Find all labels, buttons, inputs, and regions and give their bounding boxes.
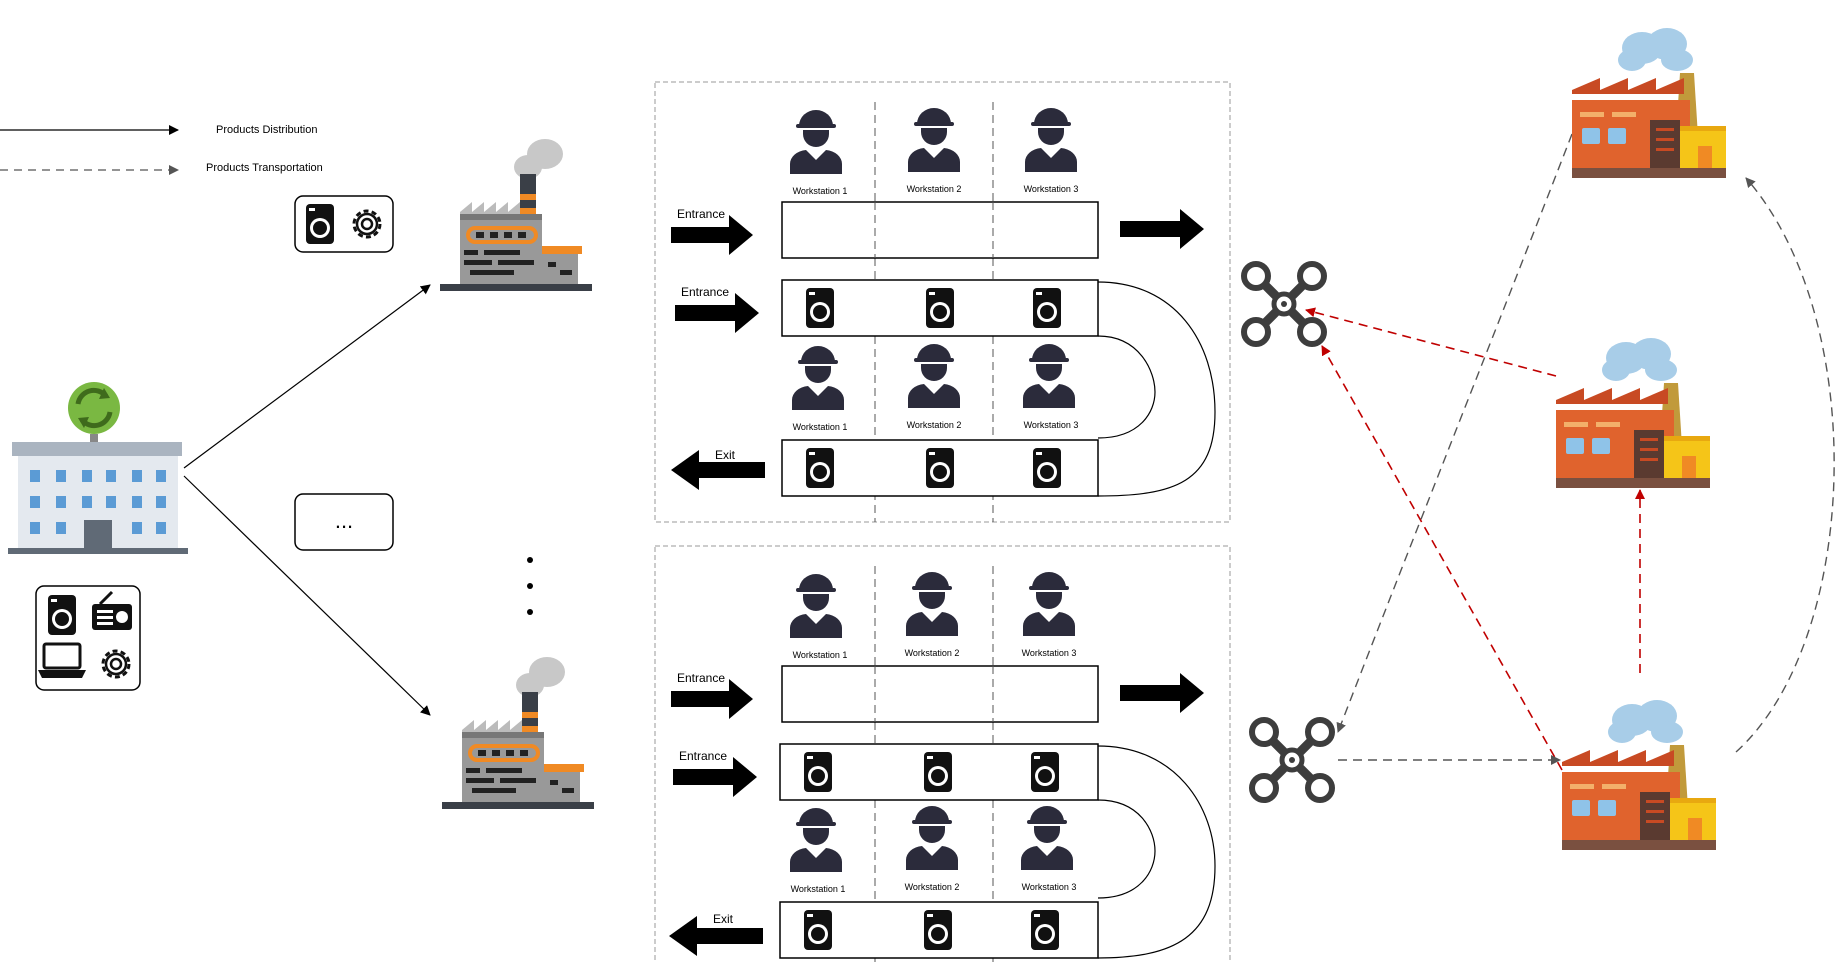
worker-helmet-icon xyxy=(905,572,959,636)
workstation-label: Workstation 3 xyxy=(1022,882,1077,892)
legend-distribution-label: Products Distribution xyxy=(216,124,318,136)
worker-helmet-icon xyxy=(907,344,961,408)
exit-label: Exit xyxy=(713,912,734,926)
exit-arrow xyxy=(671,450,765,490)
washing-machine-icon xyxy=(806,288,834,328)
conveyor-loop-inner xyxy=(1097,335,1156,439)
washing-machine-icon xyxy=(1033,288,1061,328)
drone-icon xyxy=(1252,720,1332,800)
washing-machine-icon xyxy=(1031,752,1059,792)
washing-machine-icon xyxy=(806,448,834,488)
gray-factory-icon xyxy=(438,137,594,293)
conveyor-loop-outer xyxy=(1097,281,1216,497)
production-line-panel-1: Workstation 1 Workstation 2 Workstation … xyxy=(654,81,1231,523)
washing-machine-icon xyxy=(48,595,76,635)
transport-arrows xyxy=(1305,133,1835,771)
legend: Products Distribution Products Transport… xyxy=(0,124,323,175)
washing-machine-icon xyxy=(1031,910,1059,950)
red-transport-arrow xyxy=(1305,307,1557,377)
washing-machine-icon xyxy=(924,910,952,950)
workstation-label: Workstation 2 xyxy=(907,420,962,430)
headquarters xyxy=(8,382,188,554)
hq-product-box xyxy=(35,585,141,691)
orange-factory-icon xyxy=(1572,28,1726,178)
worker-helmet-icon xyxy=(1022,572,1076,636)
output-arrow xyxy=(1120,209,1204,249)
workstation-label: Workstation 2 xyxy=(905,648,960,658)
conveyor-loop-outer xyxy=(1097,745,1216,959)
conveyor-empty xyxy=(781,665,1099,723)
output-arrow xyxy=(1120,673,1204,713)
ellipsis-text: ... xyxy=(335,508,353,533)
washing-machine-icon xyxy=(926,448,954,488)
orange-factory-icon xyxy=(1562,700,1716,850)
worker-helmet-icon xyxy=(1020,806,1074,870)
legend-transportation-label: Products Transportation xyxy=(206,162,323,174)
gray-factory-icon xyxy=(440,655,596,811)
recycle-icon xyxy=(68,382,120,434)
office-building-icon xyxy=(8,442,188,554)
orange-factory-icon xyxy=(1556,338,1710,488)
entrance-arrow xyxy=(673,757,757,797)
distribution-arrow-top xyxy=(183,284,431,469)
factory-product-box xyxy=(294,195,394,253)
workstation-label: Workstation 1 xyxy=(791,884,846,894)
washing-machine-icon xyxy=(924,752,952,792)
washing-machine-icon xyxy=(926,288,954,328)
worker-helmet-icon xyxy=(791,346,845,410)
drone-icon xyxy=(1244,264,1324,344)
production-line-panel-2: Workstation 1 Workstation 2 Workstation … xyxy=(654,545,1231,962)
entrance-arrow xyxy=(671,215,753,255)
conveyor-empty xyxy=(781,201,1099,259)
workstation-label: Workstation 2 xyxy=(905,882,960,892)
ellipsis-box: ... xyxy=(294,493,394,551)
vertical-dots xyxy=(527,557,533,615)
radio-icon xyxy=(92,590,132,630)
exit-label: Exit xyxy=(715,448,736,462)
entrance-arrow xyxy=(671,679,753,719)
workstation-label: Workstation 1 xyxy=(793,186,848,196)
washing-machine-icon xyxy=(1033,448,1061,488)
worker-helmet-icon xyxy=(907,108,961,172)
washing-machine-icon xyxy=(804,910,832,950)
worker-helmet-icon xyxy=(1022,344,1076,408)
worker-helmet-icon xyxy=(789,110,843,174)
washing-machine-icon xyxy=(306,204,334,244)
worker-helmet-icon xyxy=(789,574,843,638)
worker-helmet-icon xyxy=(789,808,843,872)
red-transport-arrow xyxy=(1321,345,1563,771)
entrance-label: Entrance xyxy=(679,749,727,763)
entrance-label: Entrance xyxy=(677,671,725,685)
workstation-label: Workstation 2 xyxy=(907,184,962,194)
gray-transport-arrow xyxy=(1735,177,1835,753)
workstation-label: Workstation 3 xyxy=(1024,184,1079,194)
conveyor-loop-inner xyxy=(1097,799,1156,899)
washing-machine-icon xyxy=(804,752,832,792)
entrance-label: Entrance xyxy=(681,285,729,299)
worker-helmet-icon xyxy=(905,806,959,870)
exit-arrow xyxy=(669,916,763,956)
entrance-label: Entrance xyxy=(677,207,725,221)
workstation-label: Workstation 3 xyxy=(1024,420,1079,430)
workstation-label: Workstation 1 xyxy=(793,422,848,432)
laptop-icon xyxy=(38,642,86,678)
gray-transport-arrow xyxy=(1336,133,1573,733)
worker-helmet-icon xyxy=(1024,108,1078,172)
distribution-arrow-bottom xyxy=(183,475,431,716)
workstation-label: Workstation 1 xyxy=(793,650,848,660)
entrance-arrow xyxy=(675,293,759,333)
workstation-label: Workstation 3 xyxy=(1022,648,1077,658)
